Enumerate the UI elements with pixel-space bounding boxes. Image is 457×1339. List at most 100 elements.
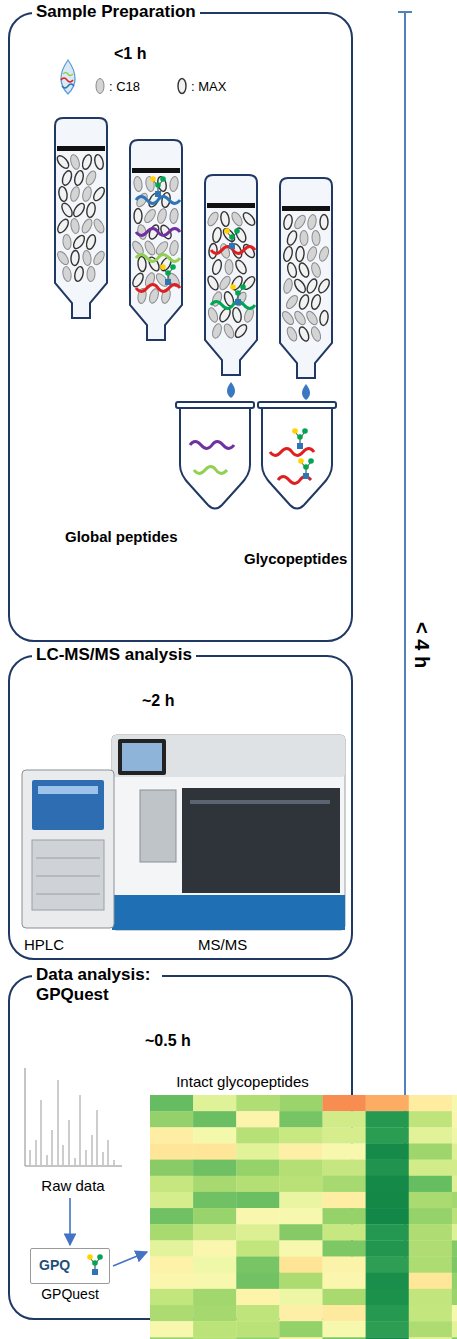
max-bead (282, 246, 293, 262)
glycan-symbol (87, 1254, 103, 1275)
glycan-symbol (292, 428, 308, 449)
max-bead (93, 154, 104, 170)
hplc-screen-display (38, 786, 98, 794)
heatmap-cell (452, 1321, 457, 1337)
frit (57, 146, 105, 151)
max-bead (297, 326, 310, 343)
heatmap-cell (366, 1208, 409, 1224)
max-bead (233, 323, 249, 340)
peptide (62, 84, 74, 88)
c18-bead (92, 250, 107, 267)
instrument-label: MS/MS (198, 936, 247, 954)
c18-bead (206, 211, 221, 228)
peptide (61, 78, 73, 82)
heatmap-cell (279, 1160, 322, 1176)
max-bead (71, 234, 86, 251)
frit (282, 206, 330, 211)
heatmap-cell (279, 1095, 322, 1111)
raw-data-node: Raw data (18, 1065, 128, 1195)
heatmap-cell (452, 1208, 457, 1224)
heatmap-cell (323, 1111, 366, 1127)
heatmap-cell (409, 1143, 452, 1159)
panel-title: Data analysis: GPQuest (32, 965, 162, 1005)
max-bead (73, 170, 85, 187)
heatmap-cell (193, 1321, 236, 1337)
spectrum-axis (25, 1068, 122, 1166)
heatmap-cell (279, 1257, 322, 1273)
ms-detail (190, 800, 330, 804)
heatmap-cell (366, 1127, 409, 1143)
panel-title: LC-MS/MS analysis (32, 645, 196, 665)
heatmap-cell (409, 1305, 452, 1321)
heatmap-cell (279, 1273, 322, 1289)
ms-screen-display (122, 743, 162, 771)
peptide (136, 197, 180, 204)
heatmap-cell (279, 1240, 322, 1256)
node-text: ~0.5 h (145, 1031, 191, 1050)
c18-bead (307, 214, 318, 230)
heatmap-cell (452, 1273, 457, 1289)
max-bead (92, 186, 107, 203)
heatmap-cell (323, 1305, 366, 1321)
c18-bead (81, 186, 93, 203)
heatmap-cell (366, 1095, 409, 1111)
max-bead (131, 272, 146, 289)
legend-bead (178, 79, 186, 94)
heatmap-cell (193, 1095, 236, 1111)
heatmap-cell (323, 1224, 366, 1240)
peptide (190, 442, 234, 449)
heatmap-cell (409, 1127, 452, 1143)
heatmap-cell (193, 1305, 236, 1321)
tube-rim (258, 402, 336, 408)
heatmap (150, 1095, 457, 1339)
glycan-symbol (150, 176, 166, 197)
c18-bead (70, 218, 81, 234)
heatmap-cell (236, 1111, 279, 1127)
frit (132, 168, 180, 173)
max-bead (232, 307, 243, 323)
tube-rim (176, 402, 254, 408)
peptide (136, 255, 180, 262)
heatmap-cell (366, 1273, 409, 1289)
heatmap-cell (150, 1143, 193, 1159)
max-bead (70, 250, 79, 266)
heatmap-cell (452, 1224, 457, 1240)
max-bead (56, 218, 71, 235)
heatmap-cell (193, 1257, 236, 1273)
c18-bead (225, 259, 233, 274)
heatmap-cell (236, 1305, 279, 1321)
heatmap-cell (150, 1111, 193, 1127)
c18-bead (80, 218, 94, 235)
heatmap-cell (452, 1240, 457, 1256)
heatmap-cell (323, 1289, 366, 1305)
peptide (136, 285, 180, 292)
heatmap-cell (236, 1143, 279, 1159)
hplc (22, 770, 114, 928)
max-bead (159, 224, 174, 241)
heatmap-cell (409, 1224, 452, 1240)
legend-sample (176, 76, 188, 96)
heatmap-cell (236, 1160, 279, 1176)
spe-cartridge (130, 140, 182, 340)
node-text: GPQuest (16, 1286, 124, 1303)
heatmap-cell (409, 1240, 452, 1256)
max-bead (61, 170, 74, 187)
c18-bead (218, 275, 233, 292)
heatmap-cell (366, 1305, 409, 1321)
heatmap-cell (150, 1289, 193, 1305)
max-bead (298, 294, 311, 311)
heatmap-cell (193, 1224, 236, 1240)
node-text: <1 h (114, 44, 146, 63)
c18-bead (169, 240, 180, 256)
software-box: GPQGPQuest (30, 1248, 110, 1284)
heatmap-cell (323, 1160, 366, 1176)
legend-text: : C18 (109, 79, 140, 94)
flow-arrow (113, 1252, 147, 1266)
heatmap-cell (452, 1305, 457, 1321)
node-text: Intact glycopeptides (140, 1073, 345, 1091)
node-text: ~2 h (142, 691, 174, 710)
heatmap-cell (279, 1111, 322, 1127)
heatmap-cell (452, 1127, 457, 1143)
